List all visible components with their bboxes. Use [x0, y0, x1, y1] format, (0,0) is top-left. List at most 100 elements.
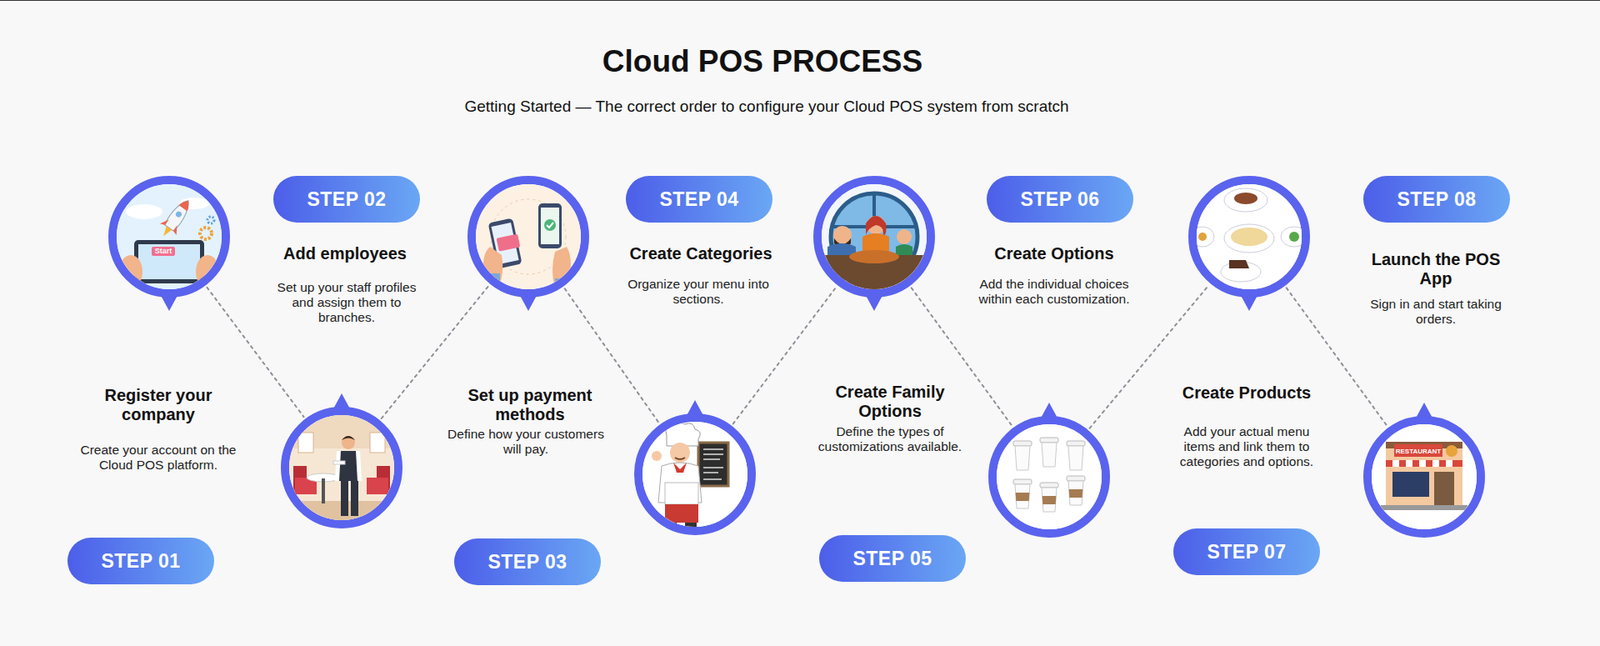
storefront-illustration	[1434, 471, 1455, 505]
food-plates-illustration	[1190, 226, 1215, 247]
chef-illustration	[665, 522, 677, 528]
rocket-tablet-illustration	[179, 197, 210, 210]
chef-illustration	[685, 522, 697, 528]
phone-payment-illustration	[475, 184, 581, 295]
waiter-illustration	[376, 465, 390, 495]
waiter-illustration	[321, 478, 325, 504]
step-heading: Register your company	[85, 385, 232, 425]
coffee-cups-illustration	[1066, 440, 1085, 470]
rocket-tablet-illustration	[116, 184, 222, 290]
phone-payment-illustration	[475, 184, 581, 290]
food-plates-illustration	[1196, 184, 1302, 290]
chef-illustration	[642, 421, 748, 528]
chef-illustration	[665, 482, 699, 505]
rocket-tablet-illustration	[160, 216, 181, 235]
phone-payment-illustration	[491, 222, 520, 265]
marker-ring	[467, 175, 590, 298]
chef-illustration	[673, 462, 687, 473]
waiter-illustration	[289, 415, 395, 449]
coffee-cups-illustration	[1040, 482, 1059, 512]
step-pill: STEP 07	[1173, 528, 1320, 575]
food-plates-illustration	[1190, 184, 1308, 290]
step-description: Define how your customers will pay.	[440, 426, 612, 457]
storefront-illustration	[1392, 471, 1430, 497]
step-pill: STEP 01	[67, 537, 215, 585]
step-marker: STEP 07Create ProductsAdd your actual me…	[1188, 175, 1310, 298]
rocket-tablet-illustration	[116, 184, 222, 290]
storefront-illustration	[1385, 448, 1463, 505]
step-heading: Add employees	[236, 244, 454, 264]
waiter-illustration	[293, 465, 307, 495]
dotted-connector	[1090, 285, 1210, 428]
dotted-connector	[206, 287, 304, 417]
phone-payment-illustration	[544, 219, 556, 231]
family-window-illustration	[896, 229, 912, 245]
storefront-illustration	[1392, 460, 1453, 467]
rocket-tablet-illustration	[207, 216, 215, 224]
family-window-illustration	[830, 193, 918, 280]
marker-ring	[634, 413, 756, 535]
phone-payment-illustration	[475, 184, 581, 295]
marker-circle	[817, 180, 931, 294]
family-window-illustration	[821, 255, 927, 290]
waiter-illustration	[298, 432, 314, 453]
chef-illustration	[670, 442, 690, 463]
waiter-illustration	[350, 480, 359, 516]
food-plates-illustration	[1190, 184, 1308, 290]
marker-circle	[285, 410, 399, 525]
food-plates-illustration	[1224, 188, 1268, 212]
phone-payment-illustration	[552, 246, 571, 289]
family-window-illustration	[866, 215, 885, 235]
storefront-illustration	[1394, 444, 1443, 457]
step-description: Add the individual choices within each c…	[969, 276, 1140, 307]
storefront-illustration	[1371, 424, 1477, 530]
waiter-illustration	[289, 415, 395, 526]
phone-payment-illustration	[540, 207, 560, 245]
step-marker: STEP 02Add employeesSet up your staff pr…	[280, 406, 403, 529]
storefront-illustration	[1371, 424, 1477, 530]
rocket-tablet-illustration	[164, 196, 195, 232]
food-plates-illustration	[1230, 227, 1268, 246]
step-pill: STEP 02	[273, 175, 420, 223]
phone-payment-illustration	[483, 246, 503, 289]
waiter-illustration	[295, 477, 317, 495]
marker-circle	[112, 180, 226, 294]
food-plates-illustration	[1198, 232, 1207, 241]
storefront-illustration	[1385, 441, 1463, 449]
rocket-tablet-illustration	[179, 197, 193, 211]
waiter-illustration	[306, 473, 340, 482]
rocket-tablet-illustration	[200, 227, 212, 240]
waiter-illustration	[366, 477, 389, 495]
rocket-tablet-illustration	[138, 244, 200, 280]
family-window-illustration	[895, 244, 913, 272]
chef-illustration	[642, 421, 748, 528]
marker-ring	[1363, 415, 1485, 538]
chef-illustration	[675, 457, 685, 460]
dotted-connector	[911, 287, 1012, 425]
marker-circle	[992, 420, 1106, 534]
family-window-illustration	[821, 184, 927, 290]
food-plates-illustration	[1224, 224, 1275, 253]
step-description: Create your account on the Cloud POS pla…	[70, 442, 247, 473]
family-window-illustration	[830, 193, 918, 280]
rocket-tablet-illustration	[116, 184, 222, 290]
family-window-illustration	[834, 238, 851, 248]
phone-payment-illustration	[496, 234, 521, 252]
step-heading: Create Family Options	[819, 382, 961, 421]
phone-payment-illustration	[555, 278, 580, 295]
waiter-illustration	[335, 450, 362, 481]
family-window-illustration	[821, 184, 927, 290]
step-description: Sign in and start taking orders.	[1356, 296, 1515, 327]
step-heading: Create Categories	[592, 244, 810, 264]
chef-illustration	[703, 449, 724, 480]
family-window-illustration	[849, 250, 900, 264]
step-marker: STEP 06Create OptionsAdd the individual …	[988, 415, 1110, 538]
sign-text: RESTAURANT	[1395, 447, 1442, 455]
food-plates-illustration	[1234, 192, 1258, 205]
marker-ring	[988, 415, 1110, 538]
chef-illustration	[642, 421, 748, 527]
rocket-tablet-illustration	[155, 195, 196, 242]
